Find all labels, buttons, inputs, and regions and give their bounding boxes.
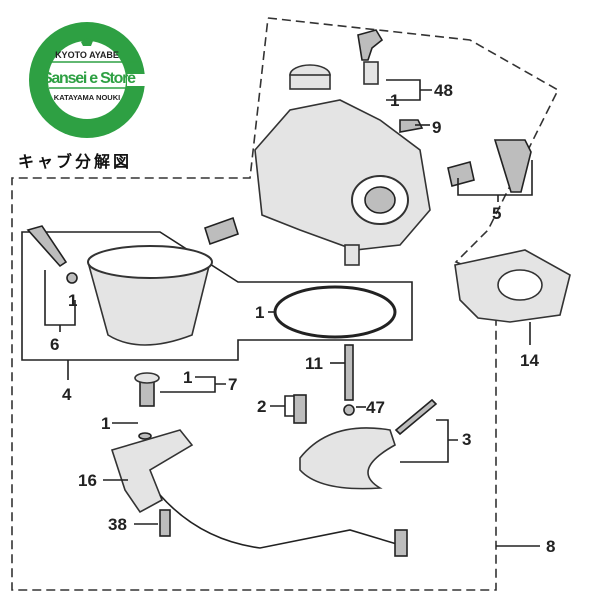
- callout-1: 1: [183, 368, 192, 387]
- callout-5: 5: [492, 204, 501, 223]
- callout-3: 3: [462, 430, 471, 449]
- callout-7: 7: [228, 375, 237, 394]
- callout-16: 16: [78, 471, 97, 490]
- store-logo: KYOTO AYABE Sansei e Store KATAYAMA NOUK…: [29, 22, 147, 138]
- callout-48: 48: [434, 81, 453, 100]
- page-title: キャブ分解図: [18, 152, 133, 171]
- callout-47: 47: [366, 398, 385, 417]
- svg-text:KYOTO AYABE: KYOTO AYABE: [55, 50, 119, 60]
- callout-38: 38: [108, 515, 127, 534]
- callout-1: 1: [390, 91, 399, 110]
- callout-11: 11: [305, 354, 323, 373]
- choke-part: [299, 427, 396, 490]
- callout-2: 2: [257, 397, 266, 416]
- callout-4: 4: [62, 385, 72, 404]
- callout-6: 6: [50, 335, 59, 354]
- callout-14: 14: [520, 351, 539, 370]
- svg-text:Sansei e Store: Sansei e Store: [42, 70, 136, 87]
- callout-1: 1: [255, 303, 264, 322]
- fuel-cut-solenoid: [110, 429, 194, 514]
- callout-1: 1: [68, 291, 77, 310]
- svg-text:KATAYAMA NOUKI: KATAYAMA NOUKI: [54, 93, 120, 102]
- callout-1: 1: [101, 414, 110, 433]
- o-ring: [273, 285, 397, 339]
- callout-8: 8: [546, 537, 555, 556]
- callout-9: 9: [432, 118, 441, 137]
